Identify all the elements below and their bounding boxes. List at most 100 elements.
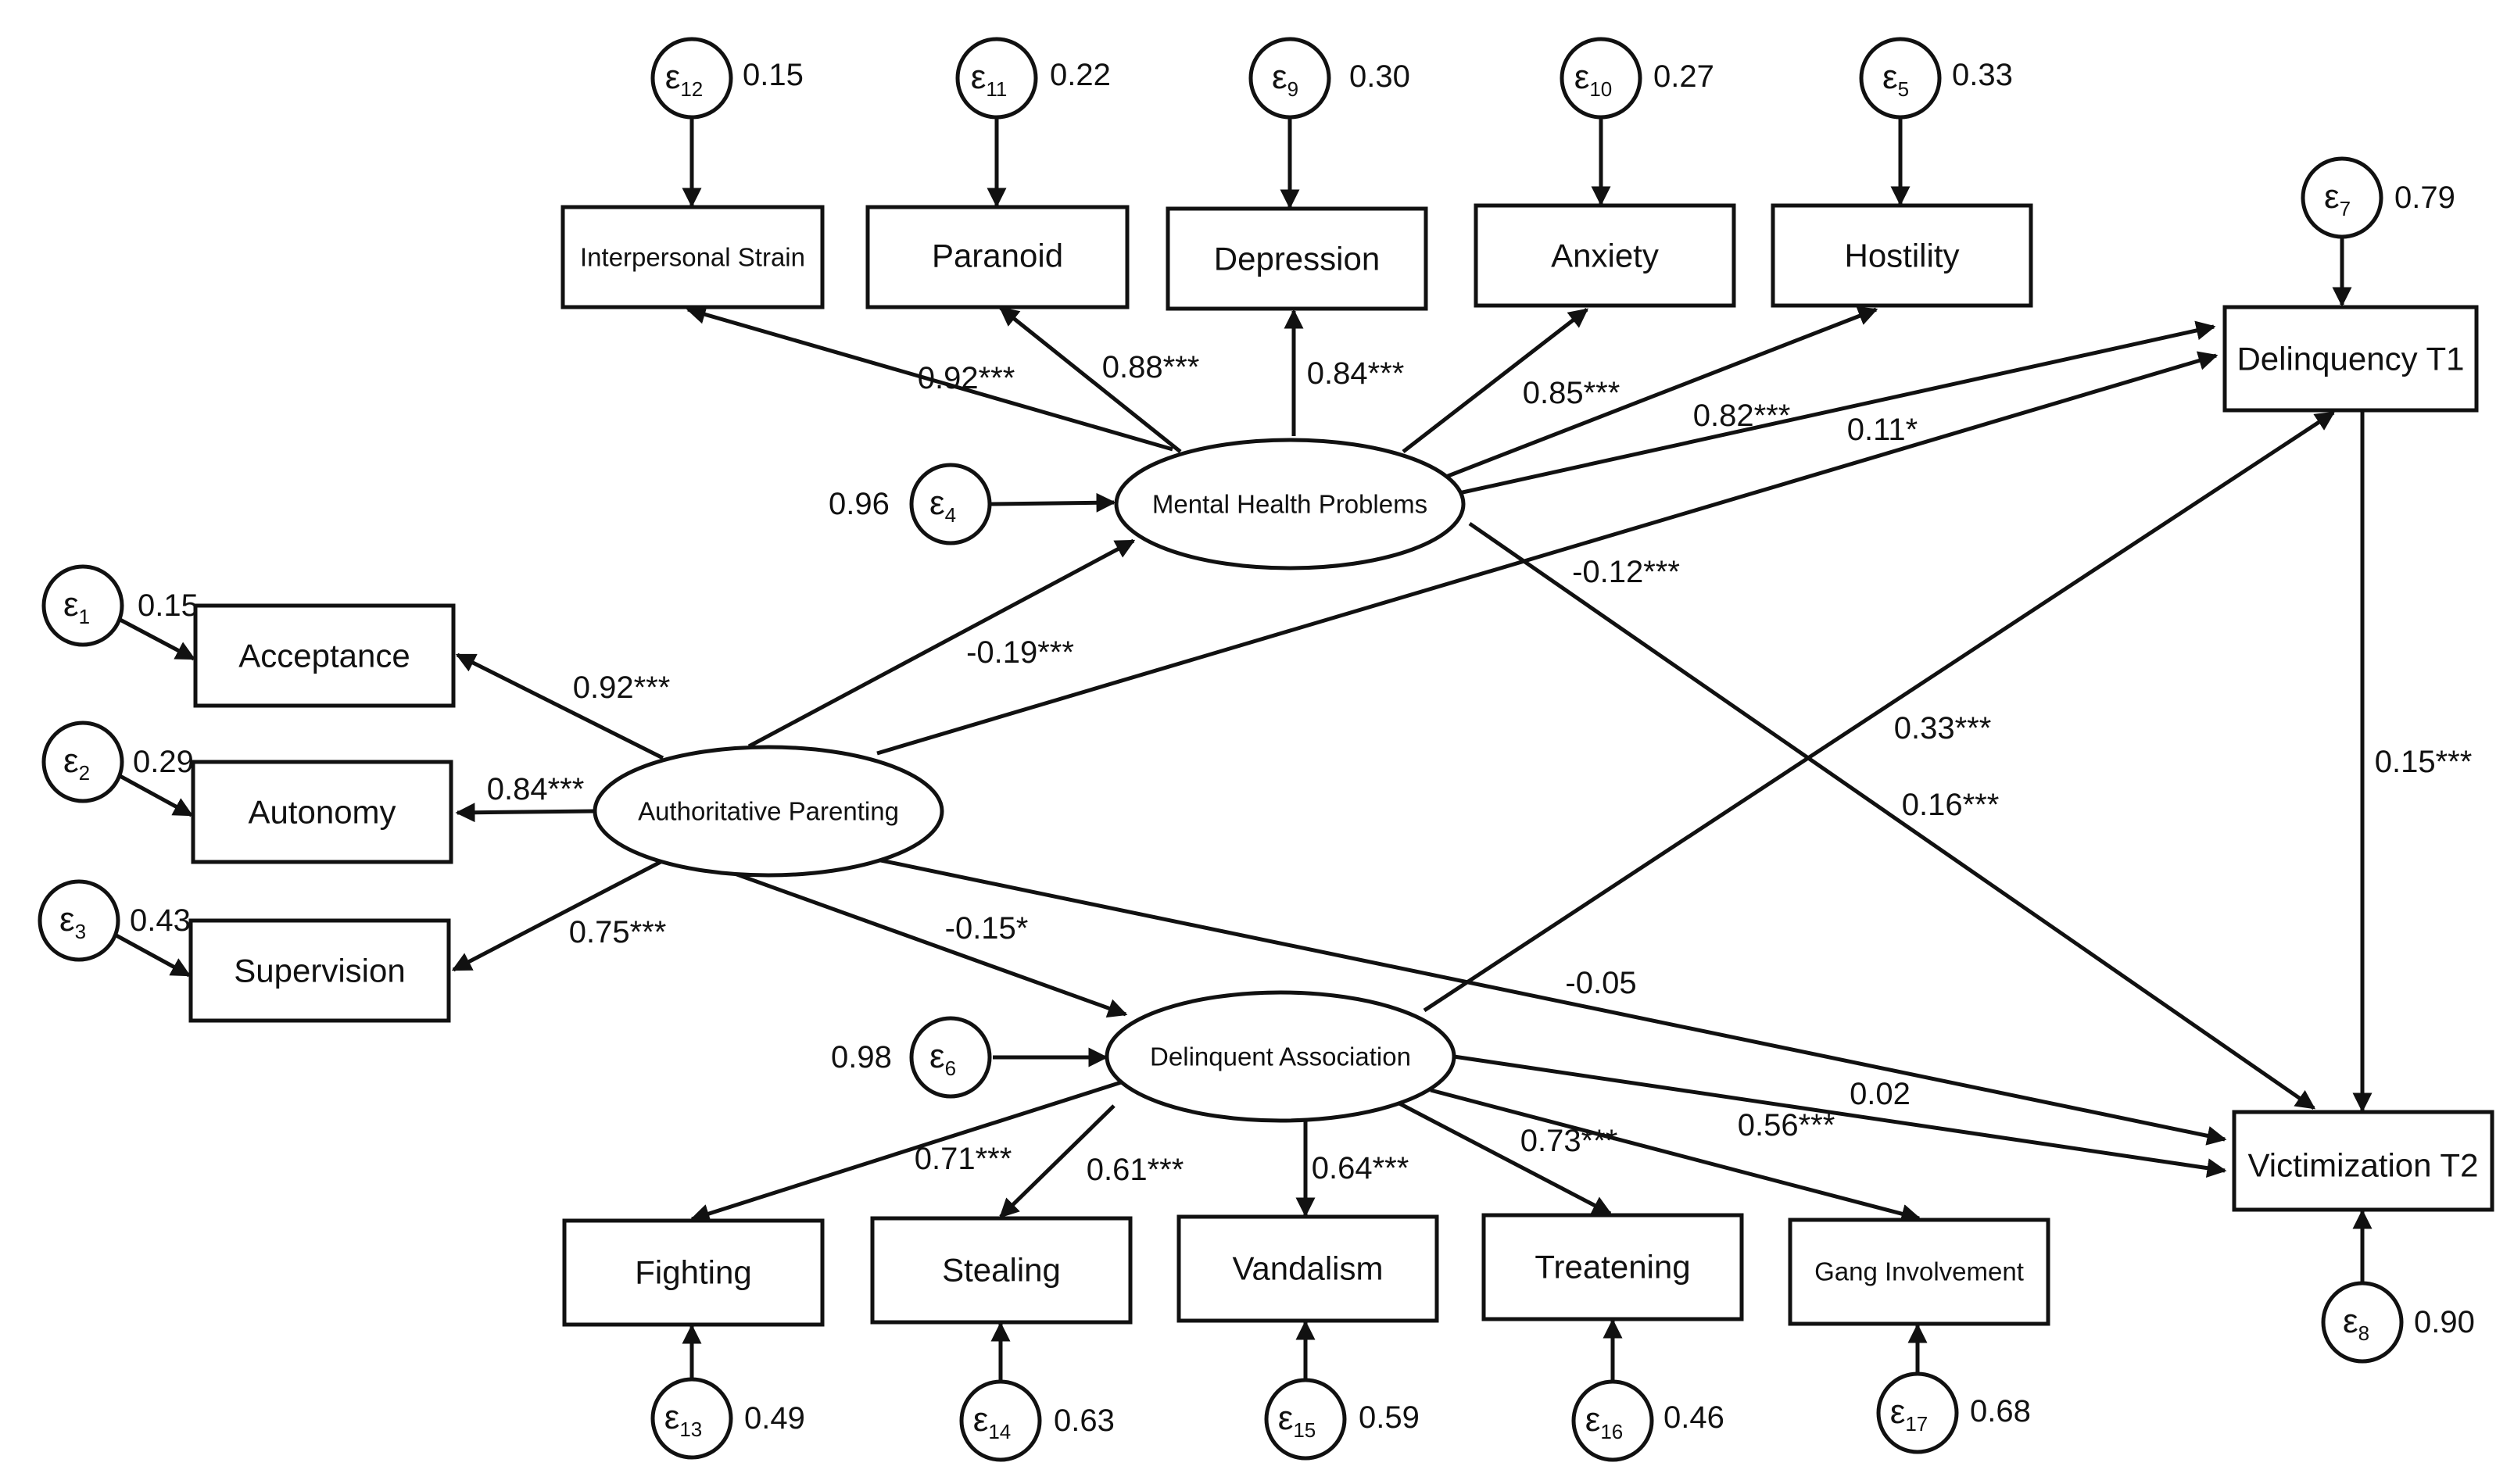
error-variance: 0.68 bbox=[1970, 1394, 2031, 1429]
node-hostility: Hostility bbox=[1771, 203, 2033, 308]
error-e16: ε16 0.46 bbox=[1571, 1379, 1724, 1462]
coef-mhp-interpersonal-strain: 0.92*** bbox=[918, 361, 1015, 395]
error-e6: ε6 0.98 bbox=[831, 1016, 992, 1099]
error-terms: ε12 0.15 ε11 0.22 ε9 0.30 ε10 0.27 ε5 0.… bbox=[38, 37, 2475, 1462]
error-symbol: ε bbox=[2324, 177, 2340, 216]
svg-text:ε16: ε16 bbox=[1585, 1400, 1624, 1444]
error-subscript: 9 bbox=[1287, 77, 1298, 101]
node-label: Authoritative Parenting bbox=[638, 797, 899, 826]
path-da-treatening bbox=[1398, 1101, 1613, 1216]
node-stealing: Stealing bbox=[870, 1216, 1133, 1325]
node-label: Vandalism bbox=[1233, 1250, 1384, 1287]
path-da-stealing bbox=[999, 1104, 1116, 1218]
node-label: Delinquency T1 bbox=[2236, 341, 2464, 377]
node-label: Interpersonal Strain bbox=[580, 243, 805, 272]
coef-ap-supervision: 0.75*** bbox=[569, 915, 667, 949]
path-coefficients: 0.92*** 0.88*** 0.84*** 0.85*** 0.82*** … bbox=[487, 350, 2473, 1187]
path-mhp-victimization-t2 bbox=[1468, 521, 2316, 1110]
error-variance: 0.15 bbox=[743, 58, 804, 92]
path-mhp-interpersonal-strain bbox=[686, 305, 1173, 452]
svg-text:ε11: ε11 bbox=[971, 58, 1008, 102]
path-e4-mhp bbox=[990, 492, 1116, 513]
coef-delinquency-victimization: 0.15*** bbox=[2375, 745, 2473, 779]
node-vandalism: Vandalism bbox=[1176, 1214, 1439, 1323]
svg-text:ε17: ε17 bbox=[1890, 1393, 1928, 1436]
coef-mhp-anxiety: 0.85*** bbox=[1523, 376, 1620, 410]
error-e11: ε11 0.22 bbox=[955, 37, 1111, 120]
coef-ap-delinquent-association: -0.15* bbox=[945, 911, 1029, 946]
error-variance: 0.30 bbox=[1349, 59, 1410, 94]
error-variance: 0.98 bbox=[831, 1040, 892, 1075]
node-label: Gang Involvement bbox=[1814, 1257, 2024, 1286]
error-symbol: ε bbox=[973, 1400, 989, 1439]
error-e7: ε7 0.79 bbox=[2301, 156, 2455, 239]
svg-text:ε6: ε6 bbox=[929, 1037, 956, 1081]
path-e3-supervision bbox=[112, 932, 192, 978]
coef-mhp-victimization-t2: 0.16*** bbox=[1902, 788, 2000, 822]
observed-variables: Interpersonal Strain Paranoid Depression… bbox=[188, 203, 2494, 1327]
path-ap-supervision bbox=[451, 860, 662, 972]
path-mhp-anxiety bbox=[1402, 308, 1588, 453]
node-label: Victimization T2 bbox=[2248, 1147, 2479, 1184]
path-ap-mhp bbox=[747, 538, 1136, 749]
error-e8: ε8 0.90 bbox=[2321, 1281, 2475, 1364]
error-e4: ε4 0.96 bbox=[829, 463, 992, 545]
svg-text:ε7: ε7 bbox=[2324, 177, 2351, 221]
error-variance: 0.79 bbox=[2394, 181, 2455, 215]
error-symbol: ε bbox=[664, 1398, 680, 1436]
svg-text:ε9: ε9 bbox=[1272, 58, 1298, 102]
error-variance: 0.90 bbox=[2414, 1305, 2475, 1339]
error-variance: 0.15 bbox=[138, 588, 199, 623]
error-symbol: ε bbox=[1574, 58, 1590, 96]
error-subscript: 14 bbox=[988, 1420, 1011, 1443]
node-label: Anxiety bbox=[1551, 238, 1659, 274]
node-victimization-t2: Victimization T2 bbox=[2232, 1110, 2494, 1212]
path-ap-victimization-t2 bbox=[876, 857, 2227, 1146]
error-variance: 0.27 bbox=[1653, 59, 1714, 94]
error-subscript: 10 bbox=[1589, 77, 1612, 101]
error-subscript: 2 bbox=[79, 761, 90, 785]
node-depression: Depression bbox=[1166, 206, 1428, 311]
node-label: Paranoid bbox=[932, 238, 1063, 274]
error-variance: 0.22 bbox=[1050, 58, 1111, 92]
error-subscript: 12 bbox=[680, 77, 703, 101]
error-symbol: ε bbox=[665, 58, 681, 96]
error-symbol: ε bbox=[929, 1037, 945, 1075]
node-label: Autonomy bbox=[248, 794, 396, 831]
node-mental-health-problems: Mental Health Problems bbox=[1114, 438, 1466, 570]
path-da-delinquency-t1 bbox=[1423, 410, 2336, 1013]
svg-text:ε12: ε12 bbox=[665, 58, 704, 102]
node-gang-involvement: Gang Involvement bbox=[1788, 1218, 2050, 1326]
error-variance: 0.96 bbox=[829, 487, 890, 521]
error-e9: ε9 0.30 bbox=[1248, 37, 1410, 120]
svg-text:ε5: ε5 bbox=[1882, 58, 1909, 102]
coef-mhp-delinquency-t1: 0.11* bbox=[1847, 413, 1918, 447]
error-symbol: ε bbox=[1585, 1400, 1601, 1439]
path-ap-delinquent-association bbox=[734, 871, 1128, 1018]
svg-text:ε14: ε14 bbox=[973, 1400, 1012, 1444]
error-subscript: 16 bbox=[1600, 1420, 1623, 1443]
path-da-gang-involvement bbox=[1430, 1088, 1921, 1224]
path-da-fighting bbox=[689, 1076, 1134, 1224]
svg-text:ε3: ε3 bbox=[59, 900, 86, 944]
error-e14: ε14 0.63 bbox=[959, 1379, 1115, 1462]
node-acceptance: Acceptance bbox=[193, 603, 456, 708]
error-symbol: ε bbox=[1278, 1399, 1294, 1437]
error-subscript: 4 bbox=[945, 503, 956, 527]
error-symbol: ε bbox=[971, 58, 987, 96]
error-e17: ε17 0.68 bbox=[1876, 1371, 2031, 1454]
error-variance: 0.33 bbox=[1952, 58, 2013, 92]
path-ap-acceptance bbox=[455, 653, 664, 760]
coef-da-victimization-t2: 0.02 bbox=[1850, 1077, 1911, 1111]
coef-ap-acceptance: 0.92*** bbox=[573, 670, 671, 705]
error-subscript: 15 bbox=[1293, 1418, 1316, 1442]
error-subscript: 5 bbox=[1898, 77, 1909, 101]
error-e12: ε12 0.15 bbox=[650, 37, 804, 120]
coef-da-fighting: 0.71*** bbox=[915, 1142, 1012, 1176]
error-e1: ε1 0.15 bbox=[41, 564, 199, 647]
node-label: Fighting bbox=[635, 1254, 751, 1291]
error-subscript: 8 bbox=[2358, 1321, 2369, 1345]
node-label: Acceptance bbox=[238, 638, 410, 674]
error-subscript: 7 bbox=[2340, 197, 2351, 220]
error-subscript: 3 bbox=[75, 920, 86, 943]
